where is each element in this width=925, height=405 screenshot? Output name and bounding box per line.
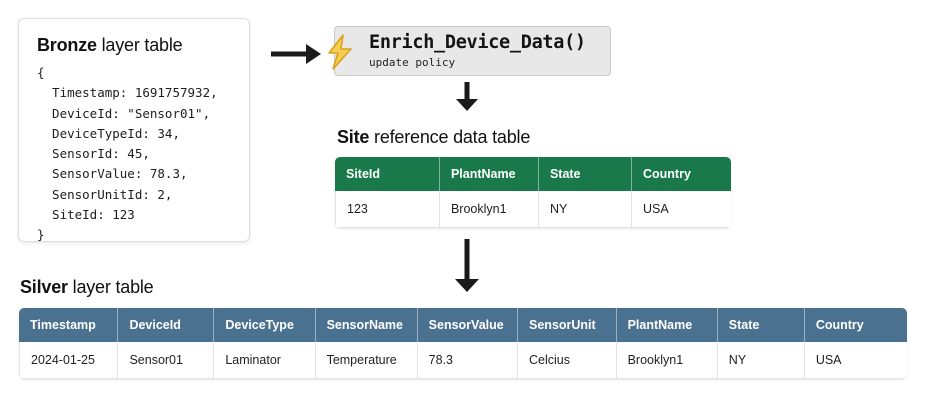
cell-country: USA (804, 342, 907, 379)
table-row: 123 Brooklyn1 NY USA (335, 191, 731, 228)
column-header-devicetype: DeviceType (214, 308, 316, 342)
enrich-function-box[interactable]: Enrich_Device_Data() update policy (328, 26, 611, 76)
function-subtitle-label: update policy (369, 56, 456, 70)
silver-layer-title: Silver layer table (20, 277, 154, 298)
column-header-plantname: PlantName (439, 157, 539, 191)
column-header-deviceid: DeviceId (118, 308, 215, 342)
site-title-strong: Site (337, 127, 370, 147)
site-reference-table: SiteId PlantName State Country 123 Brook… (335, 157, 731, 228)
cell-state: NY (717, 342, 805, 379)
bronze-layer-card: Bronze layer table { Timestamp: 16917579… (18, 18, 250, 242)
site-reference-title: Site reference data table (337, 127, 530, 148)
column-header-sensorvalue: SensorValue (417, 308, 519, 342)
bronze-json-payload: { Timestamp: 1691757932, DeviceId: "Sens… (37, 65, 218, 242)
silver-title-strong: Silver (20, 277, 68, 297)
lightning-bolt-icon (324, 34, 358, 70)
column-header-state: State (717, 308, 805, 342)
cell-deviceid: Sensor01 (118, 342, 215, 379)
column-header-country: Country (804, 308, 907, 342)
column-header-country: Country (631, 157, 731, 191)
site-title-rest: reference data table (369, 127, 531, 147)
silver-layer-table-wrapper: Timestamp DeviceId DeviceType SensorName… (19, 308, 907, 379)
cell-timestamp: 2024-01-25 (19, 342, 119, 379)
arrow-down-icon (452, 239, 482, 293)
table-header-row: Timestamp DeviceId DeviceType SensorName… (19, 308, 907, 342)
cell-state: NY (538, 191, 632, 228)
column-header-sensorunit: SensorUnit (518, 308, 617, 342)
cell-sensorunit: Celcius (518, 342, 617, 379)
cell-devicetype: Laminator (214, 342, 316, 379)
cell-plantname: Brooklyn1 (616, 342, 718, 379)
cell-siteid: 123 (335, 191, 440, 228)
site-reference-table-wrapper: SiteId PlantName State Country 123 Brook… (335, 157, 731, 228)
bronze-layer-title: Bronze layer table (37, 35, 231, 56)
column-header-timestamp: Timestamp (19, 308, 119, 342)
cell-sensorname: Temperature (315, 342, 418, 379)
silver-title-rest: layer table (67, 277, 154, 297)
arrow-right-icon (270, 41, 322, 67)
silver-layer-table: Timestamp DeviceId DeviceType SensorName… (19, 308, 907, 379)
table-row: 2024-01-25 Sensor01 Laminator Temperatur… (19, 342, 907, 379)
bronze-title-rest: layer table (96, 35, 183, 55)
bronze-title-strong: Bronze (37, 35, 97, 55)
cell-plantname: Brooklyn1 (439, 191, 539, 228)
cell-country: USA (631, 191, 731, 228)
column-header-siteid: SiteId (335, 157, 440, 191)
function-name-label: Enrich_Device_Data() (369, 32, 586, 53)
column-header-plantname: PlantName (616, 308, 718, 342)
column-header-state: State (538, 157, 632, 191)
cell-sensorvalue: 78.3 (417, 342, 519, 379)
table-header-row: SiteId PlantName State Country (335, 157, 731, 191)
column-header-sensorname: SensorName (315, 308, 418, 342)
arrow-down-icon (452, 82, 482, 112)
